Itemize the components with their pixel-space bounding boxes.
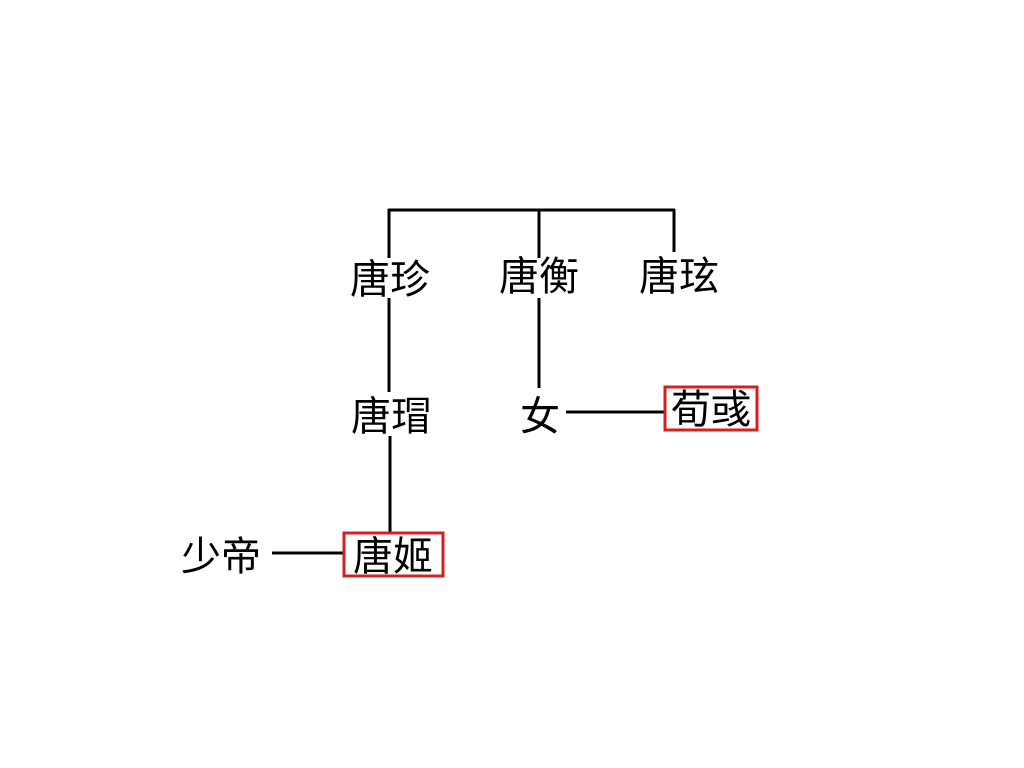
name-daughter: 女 bbox=[520, 394, 560, 440]
name-tang-ji: 唐姬 bbox=[353, 534, 433, 580]
highlight-box-tang-ji bbox=[342, 531, 445, 578]
connectors bbox=[272, 208, 676, 555]
name-xun-yu: 荀彧 bbox=[671, 387, 751, 433]
name-tang-xuan: 唐玹 bbox=[639, 254, 719, 300]
name-tang-mao: 唐瑁 bbox=[351, 394, 431, 440]
name-shao-di: 少帝 bbox=[181, 534, 261, 580]
highlight-box-xun-yu bbox=[663, 385, 759, 432]
name-tang-heng: 唐衡 bbox=[499, 254, 579, 300]
name-tang-zhen: 唐珍 bbox=[350, 257, 430, 303]
